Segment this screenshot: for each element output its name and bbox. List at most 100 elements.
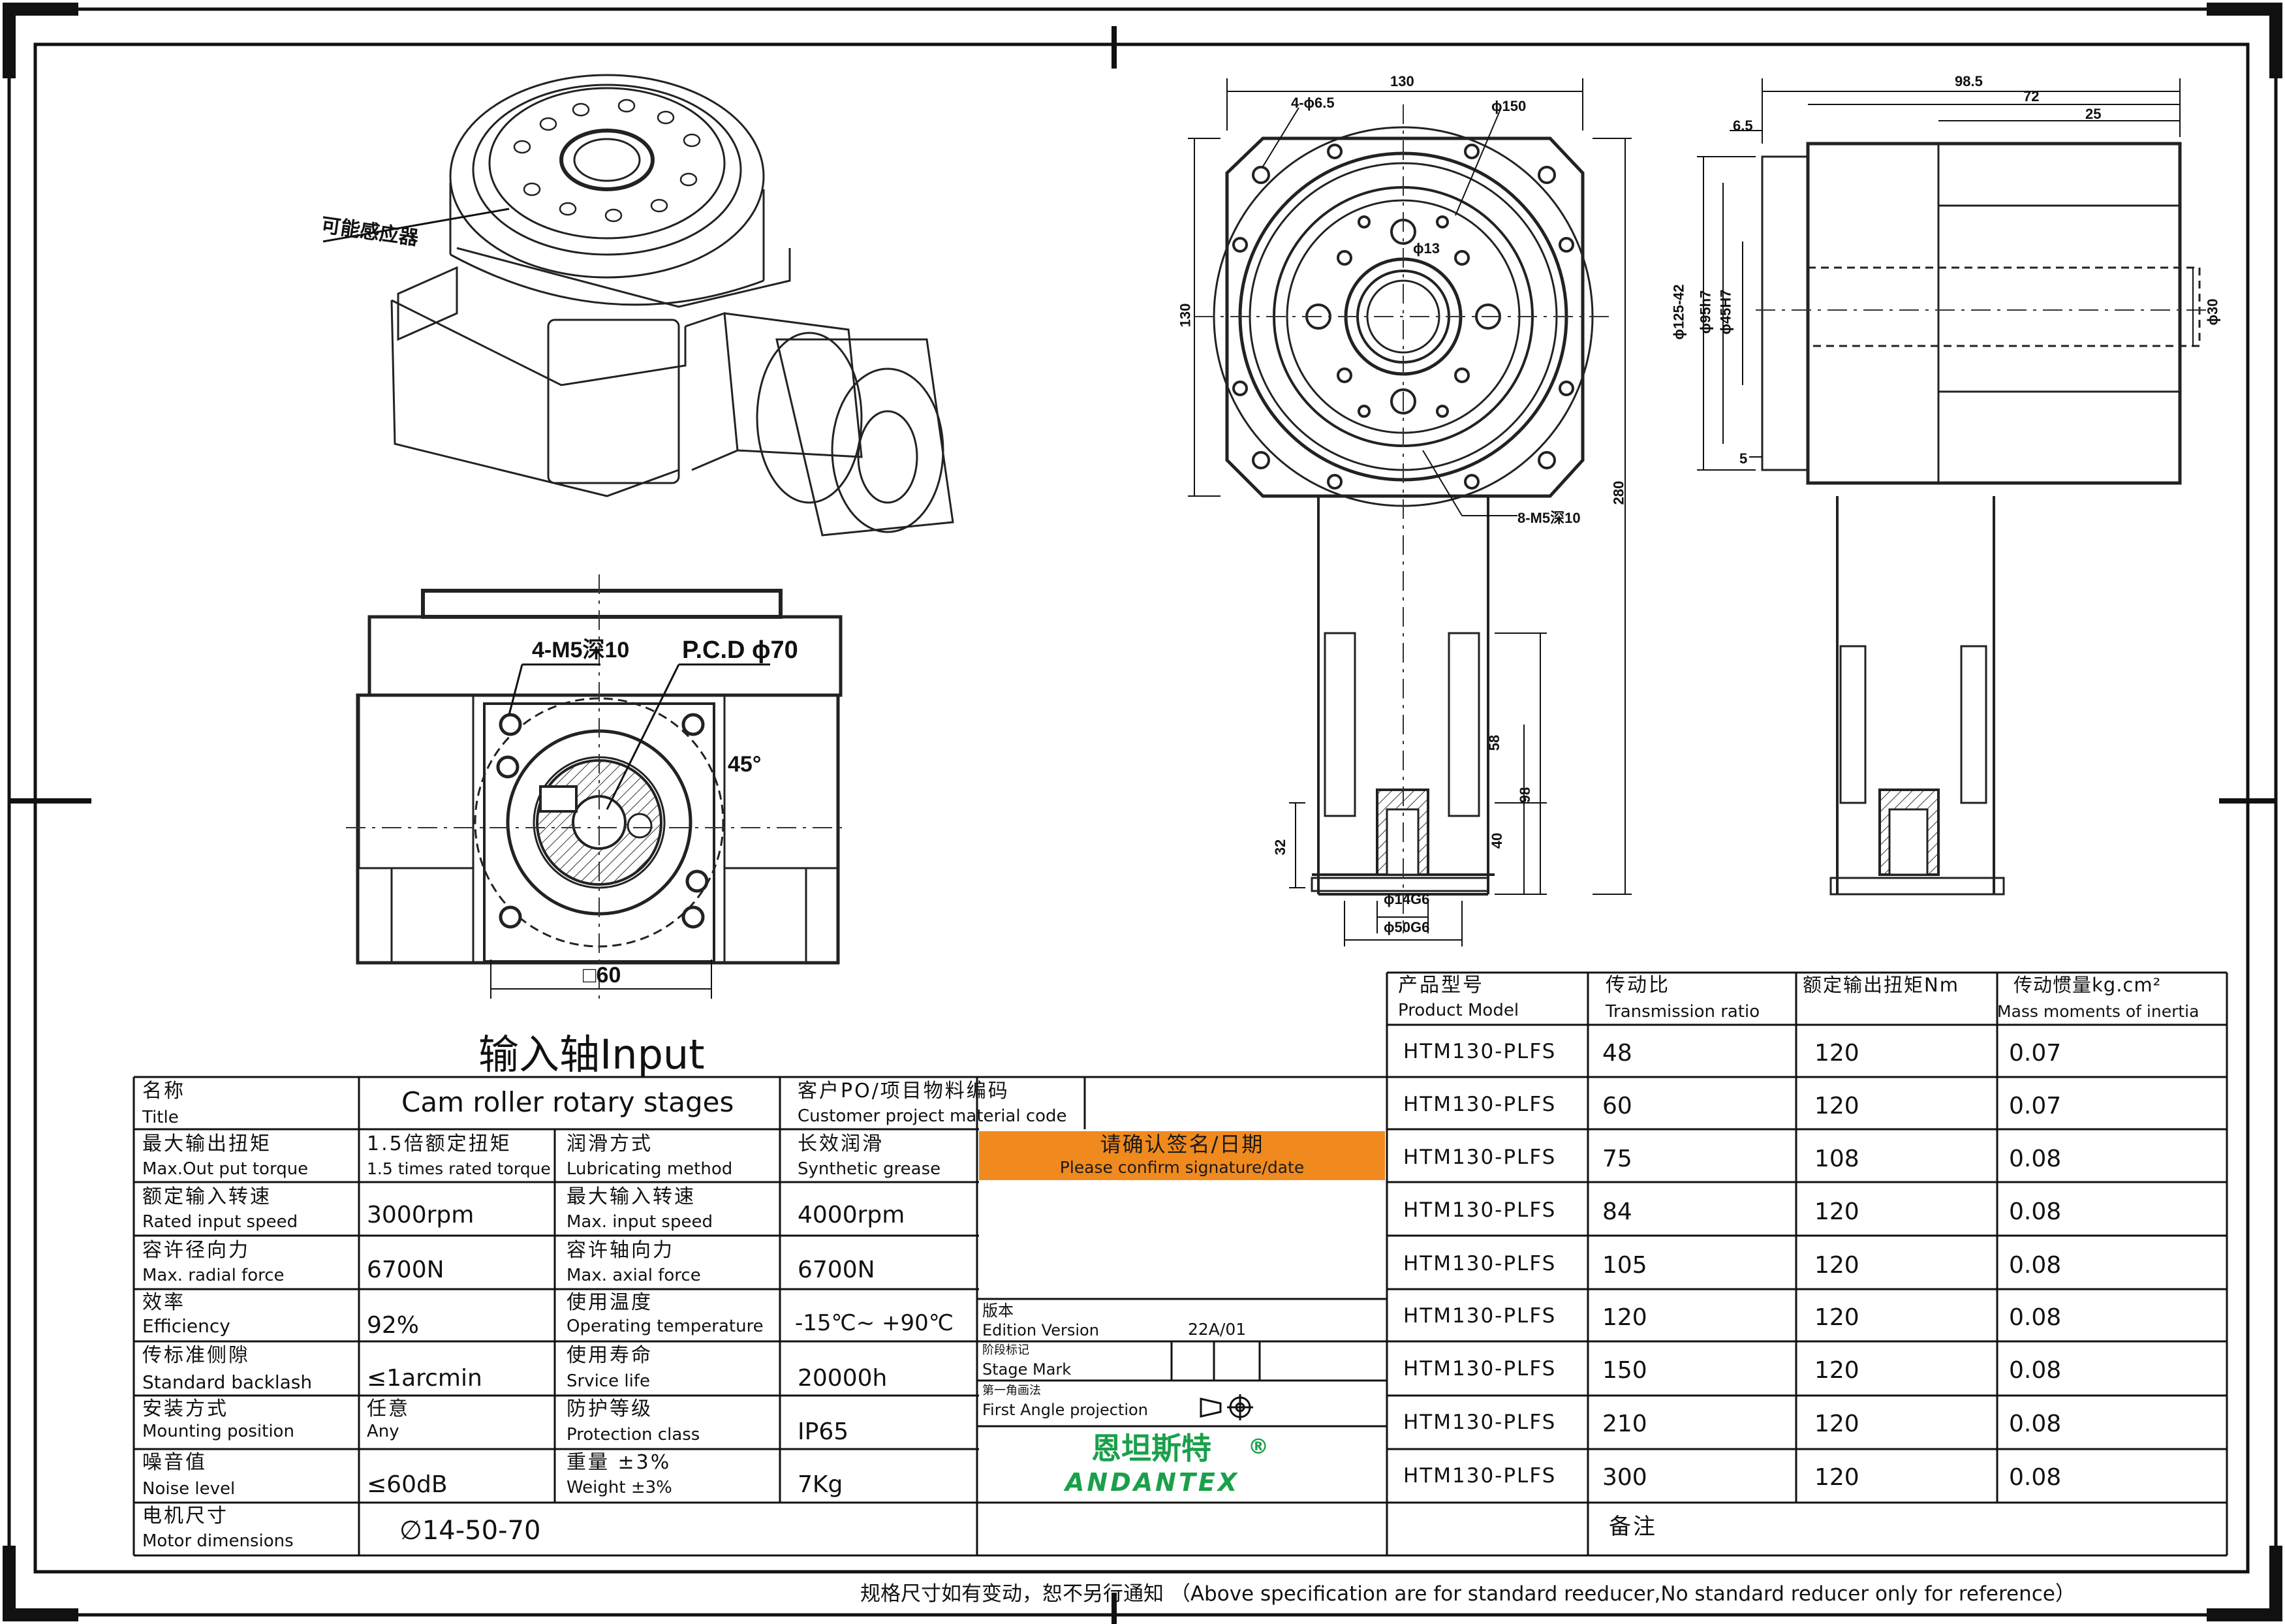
model-row-torque-cell: 120: [1814, 1093, 1859, 1119]
model-row-inertia-cell: 0.08: [2009, 1464, 2062, 1491]
footer-note: 规格尺寸如有变动，恕不另行通知 （Above specification are…: [860, 1582, 2075, 1606]
model-header-inertia-zh: 传动惯量kg.cm²: [2013, 974, 2162, 996]
spec-title-value: Cam roller rotary stages: [401, 1086, 734, 1118]
phi50-label: ϕ50G6: [1384, 919, 1430, 935]
isometric-view: [390, 74, 954, 537]
spec-lubrication-value-zh: 长效润滑: [798, 1132, 884, 1155]
model-header-inertia-en: Mass moments of inertia: [1997, 1002, 2200, 1021]
projection-symbol-icon: [1200, 1394, 1253, 1420]
spec-radial-value: 6700N: [367, 1257, 444, 1283]
spec-motor-en: Motor dimensions: [142, 1531, 294, 1551]
spec-weight-en: Weight ±3%: [567, 1478, 672, 1497]
spec-axial-en: Max. axial force: [567, 1266, 701, 1285]
square-label: □60: [583, 963, 621, 988]
spec-backlash-zh: 传标准侧隙: [142, 1344, 250, 1367]
model-row-inertia-cell: 0.08: [2009, 1304, 2062, 1331]
spec-motor-zh: 电机尺寸: [142, 1505, 228, 1527]
dim-5: 5: [1739, 450, 1748, 467]
spec-radial-zh: 容许径向力: [142, 1239, 250, 1262]
input-holes-label: 4-M5深10: [532, 638, 630, 663]
pcd-label: P.C.D ϕ70: [682, 636, 798, 664]
model-row-model-cell: HTM130-PLFS: [1403, 1357, 1557, 1381]
model-header-ratio-en: Transmission ratio: [1606, 1002, 1760, 1022]
model-row-model-cell: HTM130-PLFS: [1403, 1198, 1557, 1222]
model-row-ratio-cell: 210: [1602, 1411, 1647, 1437]
dim-72: 72: [2023, 88, 2040, 104]
angle-zh: 第一角画法: [982, 1384, 1041, 1398]
spec-lubrication-value: Synthetic grease: [798, 1159, 941, 1179]
spec-backlash-en: Standard backlash: [142, 1371, 313, 1393]
side-view: [1761, 142, 2201, 896]
model-row-model-cell: HTM130-PLFS: [1403, 1304, 1557, 1328]
m5-label: 8-M5深10: [1517, 510, 1581, 526]
spec-axial-zh: 容许轴向力: [567, 1239, 674, 1262]
brand-logo-zh: 恩坦斯特: [1091, 1431, 1211, 1466]
model-row-inertia-cell: 0.08: [2009, 1252, 2062, 1279]
spec-axial-value: 6700N: [798, 1257, 875, 1283]
outer-border: [7, 7, 2278, 1617]
model-row-model-cell: HTM130-PLFS: [1403, 1464, 1557, 1488]
model-header-product-en: Product Model: [1398, 1001, 1519, 1020]
model-row-inertia-cell: 0.07: [2009, 1040, 2062, 1067]
model-row-ratio-cell: 75: [1602, 1146, 1632, 1172]
model-row-inertia-cell: 0.08: [2009, 1146, 2062, 1172]
spec-mounting-value-zh: 任意: [367, 1398, 410, 1420]
input-title: 输入轴Input: [478, 1031, 705, 1078]
spec-lubrication-zh: 润滑方式: [567, 1132, 653, 1155]
spec-protection-en: Protection class: [567, 1425, 700, 1444]
model-row-inertia-cell: 0.08: [2009, 1357, 2062, 1384]
model-row-torque-cell: 120: [1814, 1411, 1859, 1437]
dim-130-top: 130: [1390, 73, 1414, 89]
spec-efficiency-zh: 效率: [142, 1291, 185, 1314]
spec-torque-value: 1.5 times rated torque: [367, 1159, 551, 1178]
spec-temperature-value: -15℃~ +90℃: [795, 1310, 954, 1336]
confirm-label-en: Please confirm signature/date: [1059, 1158, 1305, 1177]
model-row-ratio-cell: 120: [1602, 1304, 1647, 1331]
spec-protection-zh: 防护等级: [567, 1398, 653, 1420]
model-row-ratio-cell: 150: [1602, 1357, 1647, 1384]
spec-customer-zh: 客户PO/项目物料编码: [798, 1080, 1010, 1102]
spec-backlash-value: ≤1arcmin: [367, 1365, 482, 1392]
spec-temperature-en: Operating temperature: [567, 1317, 764, 1336]
spec-life-zh: 使用寿命: [567, 1344, 653, 1367]
brand-logo-en: ANDANTEX: [1065, 1468, 1240, 1497]
phi14-label: ϕ14G6: [1384, 891, 1430, 907]
model-row-model-cell: HTM130-PLFS: [1403, 1411, 1557, 1434]
spec-max-speed-zh: 最大输入转速: [567, 1185, 696, 1208]
phi13-label: ϕ13: [1413, 240, 1440, 257]
edition-value: 22A/01: [1188, 1320, 1247, 1339]
spec-noise-en: Noise level: [142, 1479, 236, 1499]
spec-max-speed-en: Max. input speed: [567, 1212, 713, 1232]
model-row-torque-cell: 120: [1814, 1357, 1859, 1384]
remark-label: 备注: [1609, 1514, 1657, 1540]
model-row-inertia-cell: 0.08: [2009, 1411, 2062, 1437]
model-row-inertia-cell: 0.08: [2009, 1198, 2062, 1225]
spec-rated-speed-en: Rated input speed: [142, 1212, 298, 1232]
top-holes-label: 4-ϕ6.5: [1291, 95, 1335, 111]
model-row-torque-cell: 120: [1814, 1252, 1859, 1279]
spec-noise-value: ≤60dB: [367, 1471, 448, 1498]
spec-rated-speed-value: 3000rpm: [367, 1202, 474, 1228]
model-header-ratio-zh: 传动比: [1606, 974, 1670, 997]
spec-life-value: 20000h: [798, 1365, 888, 1392]
spec-mounting-zh: 安装方式: [142, 1398, 228, 1420]
brand-registered-icon: ®: [1248, 1434, 1269, 1459]
model-row-inertia-cell: 0.07: [2009, 1093, 2062, 1119]
spec-weight-value: 7Kg: [798, 1471, 843, 1498]
spec-motor-value: ∅14-50-70: [399, 1516, 541, 1546]
spec-efficiency-value: 92%: [367, 1312, 420, 1339]
spec-radial-en: Max. radial force: [142, 1266, 285, 1285]
spec-torque-zh: 最大输出扭矩: [142, 1132, 272, 1155]
spec-title-zh: 名称: [142, 1080, 185, 1102]
model-row-ratio-cell: 60: [1602, 1093, 1632, 1119]
edition-en: Edition Version: [982, 1321, 1099, 1339]
model-row-ratio-cell: 48: [1602, 1040, 1632, 1067]
dim-98-5: 98.5: [1955, 73, 1983, 89]
phi150-label: ϕ150: [1491, 98, 1527, 114]
dim-6-5: 6.5: [1733, 117, 1753, 134]
spec-max-speed-value: 4000rpm: [798, 1202, 905, 1228]
edition-zh: 版本: [982, 1302, 1014, 1320]
spec-temperature-zh: 使用温度: [567, 1291, 653, 1314]
model-row-torque-cell: 120: [1814, 1304, 1859, 1331]
